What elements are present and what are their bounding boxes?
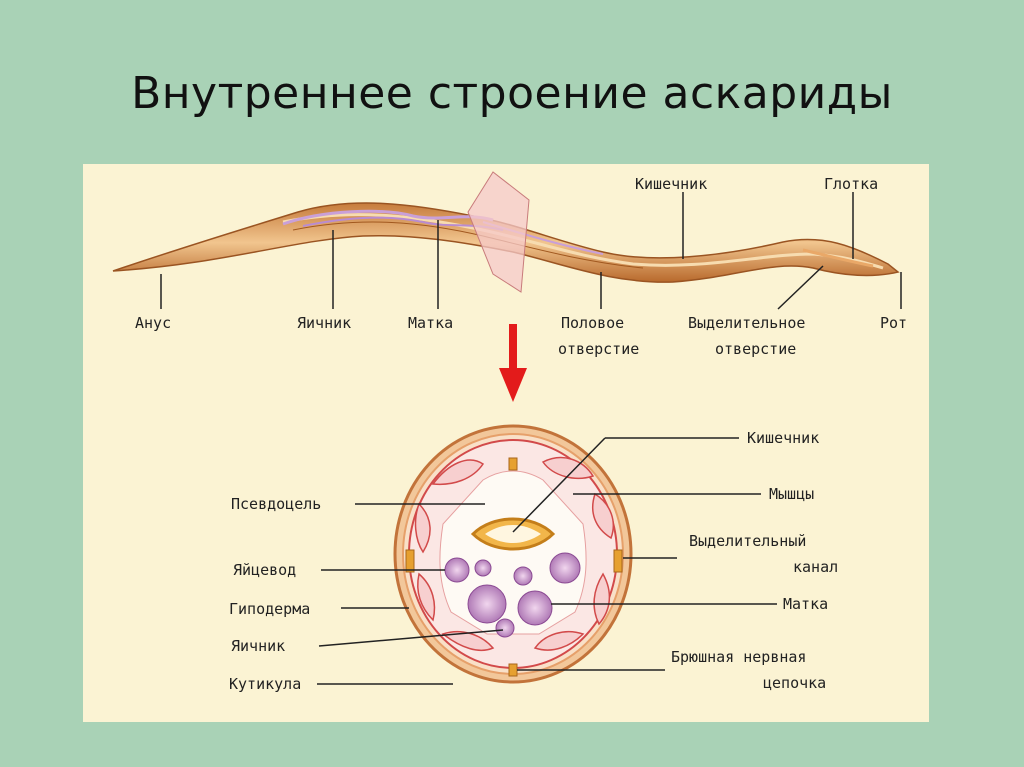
label-uterus: Матка — [408, 314, 453, 332]
excretory-opening-leader — [777, 265, 824, 310]
xs-label-intestine: Кишечник — [747, 429, 819, 447]
xs-label-ovary: Яичник — [231, 637, 285, 655]
xs-label-muscles: Мышцы — [769, 485, 814, 503]
xs-label-uterus: Матка — [783, 595, 828, 613]
xs-ovary-leader — [318, 629, 504, 647]
label-pharynx: Глотка — [824, 175, 878, 193]
label-intestine: Кишечник — [635, 175, 707, 193]
xs-label-pseudocoel: Псевдоцель — [231, 495, 321, 513]
xs-label-nerve-cord-1: Брюшная нервная — [671, 648, 806, 666]
label-genital-opening-1: Половое — [561, 314, 624, 332]
label-ovary: Яичник — [297, 314, 351, 332]
section-plane — [467, 171, 530, 293]
label-genital-opening-2: отверстие — [558, 340, 639, 358]
xs-label-nerve-cord-2: цепочка — [763, 674, 826, 692]
xs-label-cuticle: Кутикула — [229, 675, 301, 693]
xs-label-excretory-canal-1: Выделительный — [689, 532, 806, 550]
xs-label-oviduct: Яйцевод — [233, 561, 296, 579]
ascaris-figure: Анус Яичник Матка Половое отверстие Кише… — [83, 164, 929, 722]
label-mouth: Рот — [880, 314, 907, 332]
ascaris-diagram: Анус Яичник Матка Половое отверстие Кише… — [112, 171, 907, 693]
xs-label-hypodermis: Гиподерма — [229, 600, 310, 618]
xs-label-excretory-canal-2: канал — [793, 558, 838, 576]
down-arrow-icon — [499, 324, 527, 402]
slide-title: Внутреннее строение аскариды — [131, 68, 893, 119]
cross-section — [393, 424, 633, 684]
label-anus: Анус — [135, 314, 171, 332]
label-excretory-opening-1: Выделительное — [688, 314, 805, 332]
label-excretory-opening-2: отверстие — [715, 340, 796, 358]
